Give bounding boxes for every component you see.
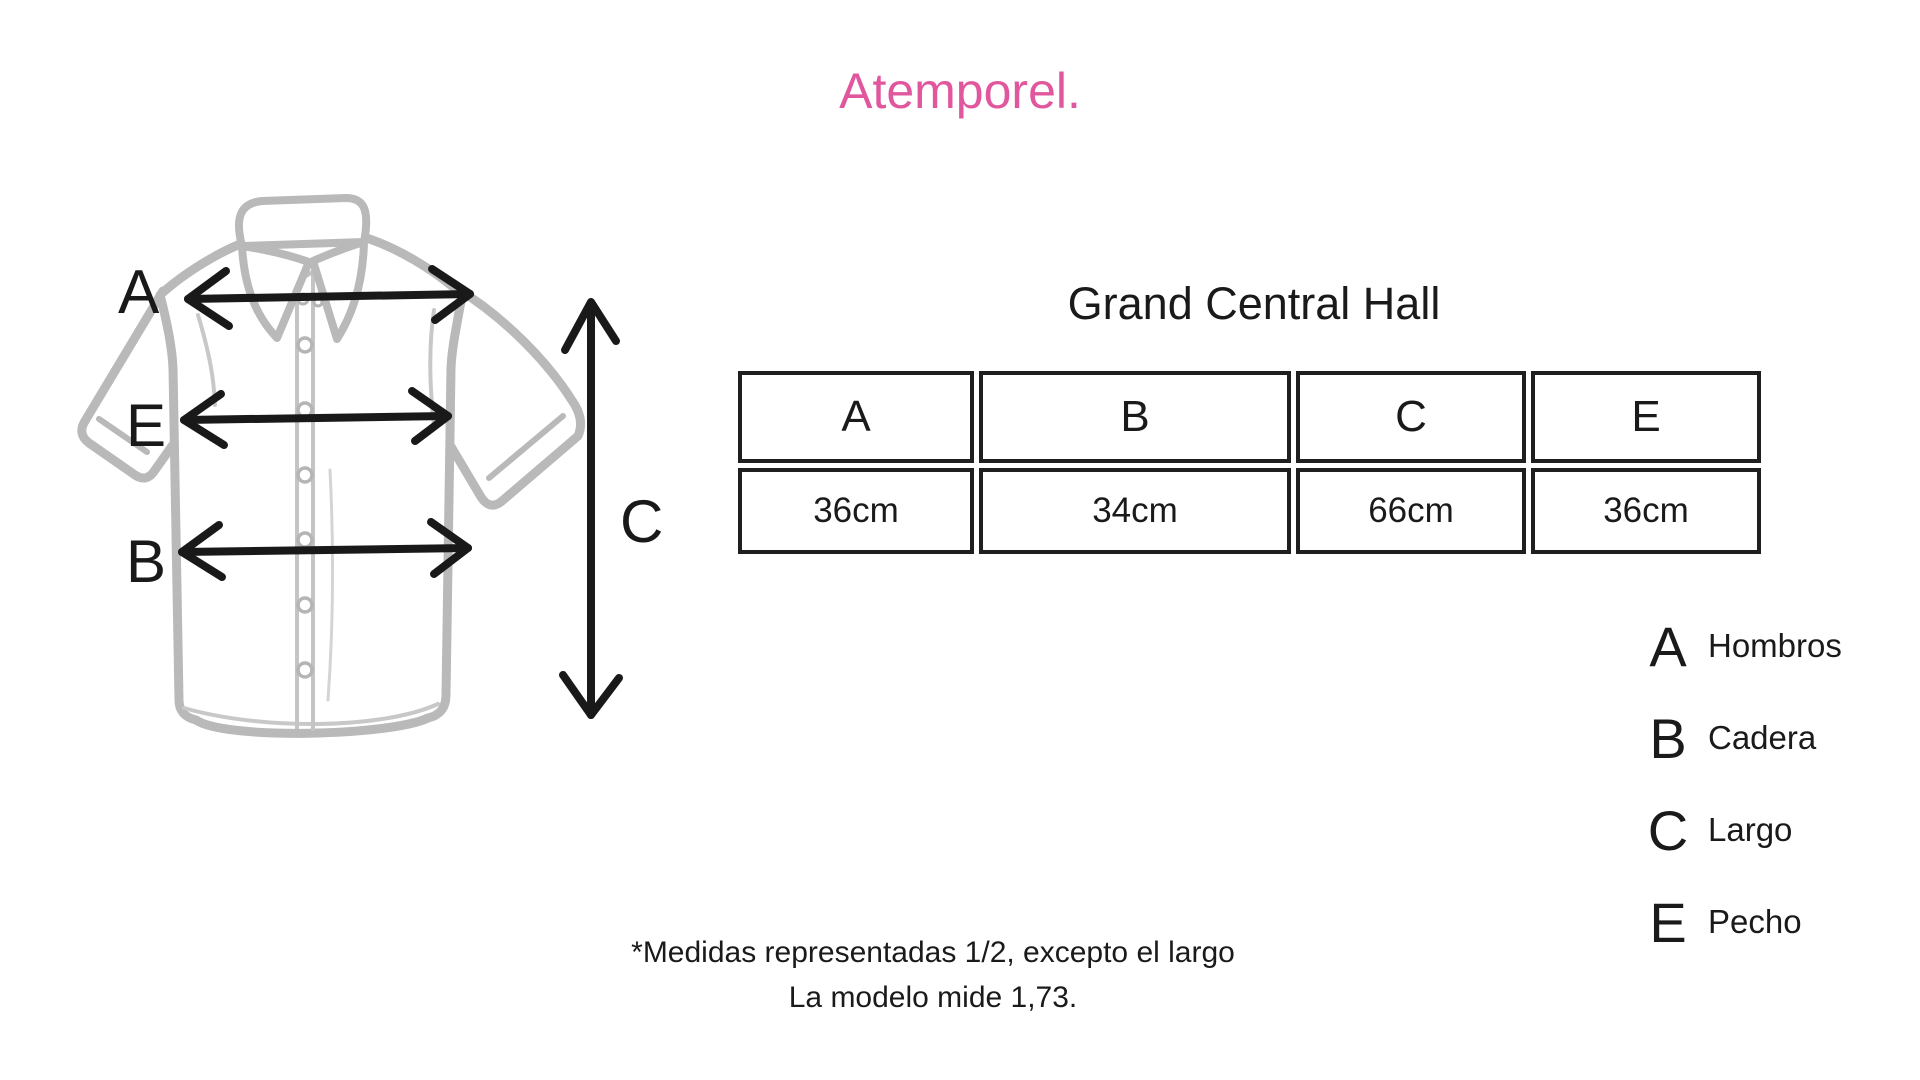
legend-item-cadera: B Cadera [1636,692,1842,784]
legend-letter: B [1649,706,1687,770]
size-table-value-e: 36cm [1531,468,1761,554]
legend-label: Largo [1708,811,1793,848]
measure-label-c: C [620,488,663,555]
legend-item-pecho: E Pecho [1636,876,1842,968]
shirt-buttons [296,336,314,679]
measure-arrow-a [184,265,474,330]
measure-arrow-b [178,518,472,581]
measure-label-e: E [126,392,166,459]
legend-label: Pecho [1708,903,1802,940]
legend-letter: A [1649,614,1687,678]
shirt-right-sleeve [435,284,586,510]
legend-item-hombros: A Hombros [1636,600,1842,692]
size-table-header-b: B [979,371,1291,463]
legend-label: Cadera [1708,719,1817,756]
size-table-header-e: E [1531,371,1761,463]
brand-logo: Atemporel. [839,63,1081,119]
shirt-measurement-diagram: A E B C [77,194,663,738]
size-table-value-b: 34cm [979,468,1291,554]
size-table: A B C E 36cm 34cm 66cm 36cm [738,371,1761,554]
size-table-value-c: 66cm [1296,468,1526,554]
size-table-header-c: C [1296,371,1526,463]
size-table-value-a: 36cm [738,468,974,554]
legend-item-largo: C Largo [1636,784,1842,876]
shirt-collar [234,194,371,343]
footnote-line-1: *Medidas representadas 1/2, excepto el l… [631,936,1235,969]
legend-label: Hombros [1708,627,1842,664]
measure-label-b: B [126,528,166,595]
product-title: Grand Central Hall [1067,278,1441,329]
size-table-header-a: A [738,371,974,463]
measurements-footnote: *Medidas representadas 1/2, excepto el l… [583,930,1283,1020]
measure-label-a: A [118,258,160,327]
measure-arrow-e [180,387,452,449]
measure-arrow-c [559,298,623,719]
legend-letter: C [1647,798,1689,862]
legend-letter: E [1649,890,1687,954]
measure-legend: A Hombros B Cadera C Largo E Pecho [1636,600,1842,968]
footnote-line-2: La modelo mide 1,73. [788,981,1078,1014]
shirt-placket [295,266,315,731]
